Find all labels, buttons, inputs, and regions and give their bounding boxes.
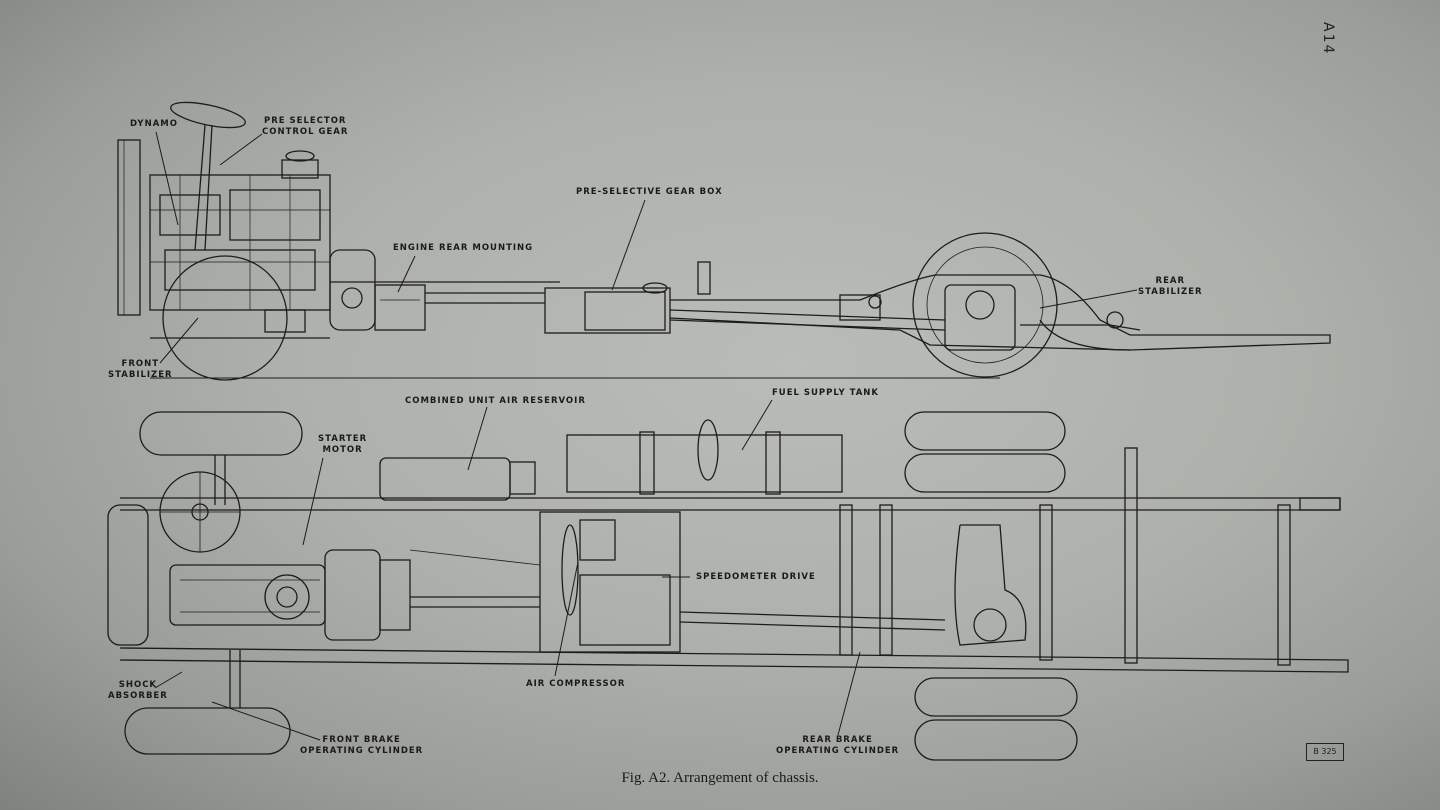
label-starter-motor-line1: STARTER <box>318 434 368 444</box>
front-tyre-upper <box>139 411 303 456</box>
rear-differential <box>954 524 1027 646</box>
label-pre-selector-line2: CONTROL GEAR <box>262 127 349 137</box>
label-front-stabilizer-line1: FRONT <box>121 359 160 369</box>
label-front-brake-line1: FRONT BRAKE <box>322 735 401 745</box>
label-air-reservoir: COMBINED UNIT AIR RESERVOIR <box>405 396 586 406</box>
side-leaders <box>155 131 1138 364</box>
rear-tyre-lower-1 <box>914 677 1078 717</box>
frame-rail-lower <box>119 647 1349 673</box>
figure-caption: Fig. A2. Arrangement of chassis. <box>621 770 819 786</box>
label-rear-stabilizer: REAR STABILIZER <box>1138 276 1203 298</box>
radiator <box>117 139 141 316</box>
gearbox-plan <box>539 511 681 653</box>
label-front-stabilizer: FRONT STABILIZER <box>108 359 173 381</box>
reference-code-box: B 325 <box>1306 743 1344 761</box>
label-front-brake-cylinder: FRONT BRAKE OPERATING CYLINDER <box>300 735 423 757</box>
plan-view <box>107 399 1349 761</box>
label-starter-motor: STARTER MOTOR <box>318 434 367 456</box>
label-rear-brake-line1: REAR BRAKE <box>802 735 873 745</box>
label-front-brake-line2: OPERATING CYLINDER <box>300 746 424 756</box>
label-shock-absorber-line2: ABSORBER <box>108 691 168 701</box>
label-shock-absorber: SHOCK ABSORBER <box>108 680 168 702</box>
page-number: A14 <box>1320 22 1336 56</box>
front-wheel <box>162 255 288 381</box>
rear-wheel <box>912 232 1058 378</box>
label-rear-stabilizer-line2: STABILIZER <box>1138 287 1203 297</box>
label-gear-box: PRE-SELECTIVE GEAR BOX <box>576 187 723 197</box>
label-pre-selector-line1: PRE SELECTOR <box>263 116 347 126</box>
label-front-stabilizer-line2: STABILIZER <box>108 370 173 380</box>
engine-plan <box>169 549 411 641</box>
rear-tyre-upper-2 <box>904 453 1066 493</box>
fuel-tank <box>566 434 843 493</box>
label-rear-stabilizer-line1: REAR <box>1155 276 1186 286</box>
rear-axle-side <box>944 284 1016 351</box>
label-pre-selector: PRE SELECTOR CONTROL GEAR <box>262 116 348 138</box>
plan-leaders <box>154 399 861 741</box>
label-shock-absorber-line1: SHOCK <box>118 680 158 690</box>
rear-tyre-lower-2 <box>914 719 1078 761</box>
label-dynamo: DYNAMO <box>130 119 178 129</box>
gearbox-side <box>544 287 671 334</box>
side-elevation <box>117 101 1331 381</box>
steering-wheel-side <box>170 101 246 251</box>
label-air-compressor: AIR COMPRESSOR <box>526 679 626 689</box>
label-starter-motor-line2: MOTOR <box>322 445 363 455</box>
label-speedometer-drive: SPEEDOMETER DRIVE <box>696 572 816 582</box>
front-tyre-lower <box>124 707 291 755</box>
label-rear-brake-line2: OPERATING CYLINDER <box>776 746 900 756</box>
engine-side <box>149 150 331 333</box>
frame-rail-upper <box>120 497 1341 511</box>
rear-tyre-upper-1 <box>904 411 1066 451</box>
label-fuel-tank: FUEL SUPPLY TANK <box>772 388 879 398</box>
label-engine-rear-mounting: ENGINE REAR MOUNTING <box>393 243 534 253</box>
air-reservoir <box>379 457 511 501</box>
label-rear-brake-cylinder: REAR BRAKE OPERATING CYLINDER <box>776 735 899 757</box>
